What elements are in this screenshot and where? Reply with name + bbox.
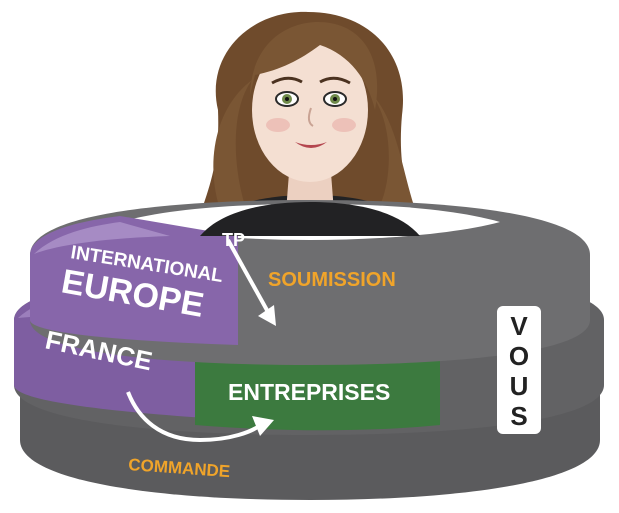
ring-top-purple-light: [34, 222, 170, 254]
vous-badge: V O U S: [497, 306, 541, 434]
mouth: [295, 142, 327, 148]
label-tp: TP: [222, 230, 245, 250]
nose: [307, 107, 314, 127]
vous-letter-s: S: [510, 401, 527, 431]
cheek-right: [332, 118, 356, 132]
arrows: [126, 239, 276, 443]
ring-stack: [14, 200, 604, 500]
ring-top-purple: [30, 216, 238, 345]
arrow-france-entreprises: [126, 391, 264, 443]
vous-letter-v: V: [510, 311, 528, 341]
label-entreprises: ENTREPRISES: [228, 379, 390, 405]
cheek-left: [266, 118, 290, 132]
pupil-left: [285, 97, 289, 101]
eyebrow-right: [319, 76, 351, 85]
eyebrow-left: [271, 76, 303, 85]
arrow-tp-head: [258, 305, 276, 326]
ring-middle-green: [195, 350, 440, 431]
hair-left: [213, 80, 252, 215]
shoulders-front: [200, 202, 420, 236]
hair-right: [368, 90, 420, 222]
arrow-tp-soumission: [226, 239, 270, 313]
vous-letter-u: U: [510, 371, 529, 401]
vous-letter-o: O: [509, 341, 529, 371]
pupil-right: [333, 97, 337, 101]
arrow-france-head: [252, 416, 274, 436]
vous-badge-bg: [497, 306, 541, 434]
label-soumission: SOUMISSION: [268, 269, 396, 291]
hair-front: [250, 22, 378, 110]
